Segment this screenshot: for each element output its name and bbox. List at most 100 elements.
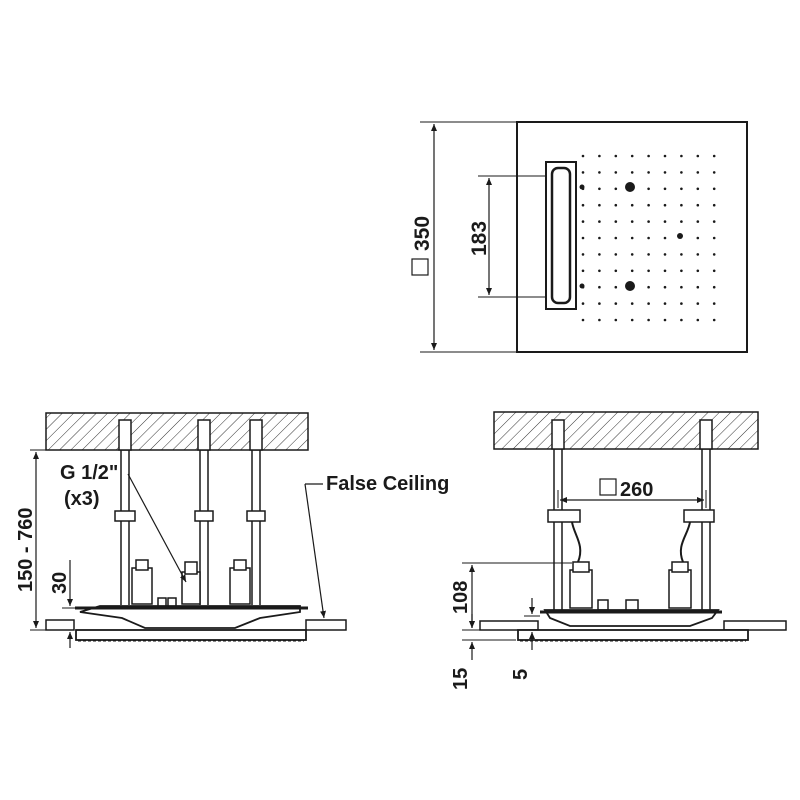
center-nozzle [677, 233, 683, 239]
nozzle-dot [614, 285, 618, 289]
nozzle-dot [712, 220, 716, 223]
nozzle-dot [712, 285, 716, 289]
nozzle-dot [614, 171, 618, 174]
panel-offset-label: 15 [450, 668, 472, 690]
side-nozzle [579, 283, 585, 289]
nozzle-grid [581, 154, 716, 322]
false-ceiling-callout: False Ceiling [304, 473, 449, 619]
nozzle-dot [680, 318, 683, 322]
nozzle-dot [647, 302, 650, 305]
nozzle-dot [663, 187, 667, 191]
nozzle-dot [647, 285, 650, 289]
body-height-label: 108 [450, 581, 472, 614]
nozzle-dot [663, 269, 667, 273]
nozzle-dot [696, 171, 700, 174]
nozzle-dot [696, 187, 700, 191]
nozzle-dot [663, 154, 667, 158]
nozzle-dot [696, 236, 700, 240]
nozzle-dot [614, 318, 618, 322]
connector-callout: G 1/2" (x3) [60, 462, 187, 583]
nozzle-dot [712, 302, 716, 305]
side-nozzle [579, 184, 585, 190]
nozzle-dot [680, 253, 683, 256]
nozzle-dot [598, 220, 601, 223]
dimension-recess: 30 [49, 560, 118, 648]
dimension-350-label: 350 [411, 216, 434, 251]
dimension-15: 15 [450, 614, 516, 690]
false-ceiling-label: False Ceiling [326, 473, 449, 495]
nozzle-dot [647, 154, 650, 158]
nozzle-dot [581, 154, 585, 158]
nozzle-dot [598, 236, 601, 240]
nozzle-dot [712, 269, 716, 273]
light-strip [545, 161, 577, 310]
nozzle-dot [614, 187, 618, 191]
nozzle-dot [680, 269, 683, 273]
nozzle-dot [647, 269, 650, 273]
structural-ceiling [493, 411, 759, 450]
nozzle-dot [630, 154, 634, 158]
nozzle-dot [663, 220, 667, 223]
structural-ceiling [45, 412, 309, 451]
nozzle-dot [712, 203, 716, 207]
nozzle-dot [614, 203, 618, 207]
nozzle-dot [630, 318, 634, 322]
nozzle-dot [598, 318, 601, 322]
nozzle-dot [712, 253, 716, 256]
nozzle-dot [581, 269, 585, 273]
nozzle-dot [696, 318, 700, 322]
nozzle-dot [630, 253, 634, 256]
nozzle-dot [663, 236, 667, 240]
nozzle-dot [696, 269, 700, 273]
dimension-5: 5 [510, 598, 540, 680]
valve-bodies [569, 561, 692, 615]
ceiling-gap-label: 5 [510, 669, 532, 680]
nozzle-dot [647, 171, 650, 174]
dimension-350: 350 [411, 121, 517, 353]
shower-panel-side [517, 629, 749, 641]
nozzle-dot [581, 171, 585, 174]
nozzle-dot [712, 236, 716, 240]
square-symbol [411, 258, 429, 276]
nozzle-dot [630, 236, 634, 240]
large-nozzle [625, 281, 635, 291]
nozzle-dot [647, 220, 650, 223]
nozzle-dot [696, 285, 700, 289]
nozzle-dot [696, 220, 700, 223]
nozzle-dot [663, 285, 667, 289]
nozzle-dot [630, 203, 634, 207]
nozzle-dot [712, 171, 716, 174]
nozzle-dot [712, 318, 716, 322]
nozzle-dot [696, 154, 700, 158]
nozzle-dot [647, 187, 650, 191]
nozzle-dot [663, 253, 667, 256]
nozzle-dot [598, 285, 601, 289]
recess-label: 30 [49, 572, 71, 594]
nozzle-dot [581, 253, 585, 256]
dimension-260: 260 [557, 478, 707, 508]
nozzle-dot [680, 154, 683, 158]
shower-panel-side [75, 629, 307, 641]
dimension-drop-range: 150 - 760 [15, 449, 118, 631]
nozzle-dot [630, 171, 634, 174]
connector-spec-line1: G 1/2" [60, 462, 118, 484]
rod-spacing-label: 260 [620, 479, 653, 501]
threaded-rods [547, 419, 715, 612]
nozzle-dot [598, 187, 601, 191]
nozzle-dot [712, 187, 716, 191]
nozzle-dot [614, 269, 618, 273]
nozzle-dot [647, 318, 650, 322]
nozzle-dot [630, 269, 634, 273]
nozzle-dot [598, 253, 601, 256]
nozzle-dot [663, 171, 667, 174]
nozzle-dot [598, 154, 601, 158]
nozzle-dot [614, 253, 618, 256]
nozzle-dot [614, 154, 618, 158]
housing-body [543, 609, 720, 627]
nozzle-dot [680, 220, 683, 223]
nozzle-dot [614, 302, 618, 305]
square-symbol [599, 478, 617, 496]
nozzle-dot [598, 269, 601, 273]
nozzle-dot [696, 302, 700, 305]
